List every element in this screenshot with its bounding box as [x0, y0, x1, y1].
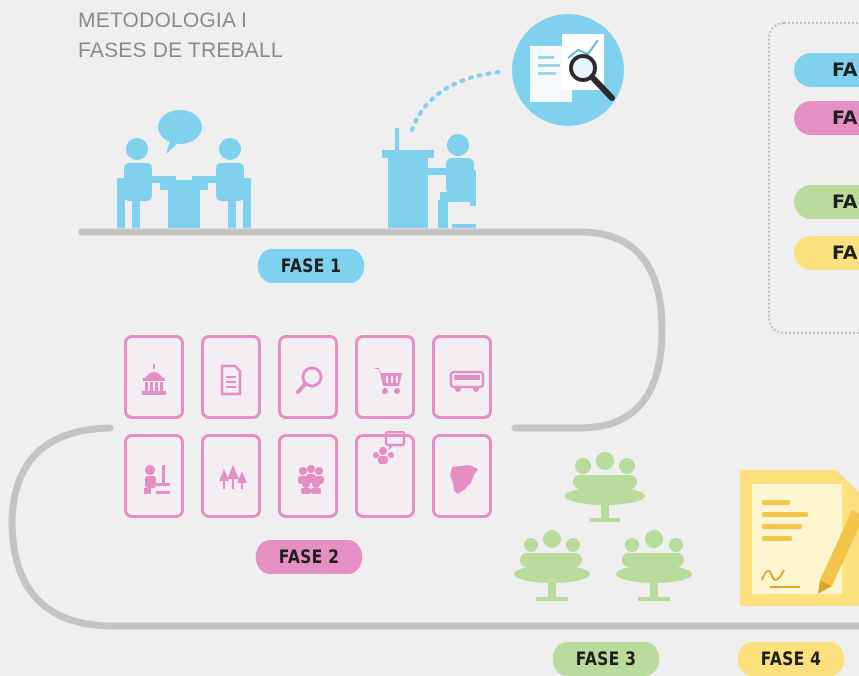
search-icon [278, 335, 338, 419]
phase-3-text: FASE 3 [575, 648, 637, 670]
phase-4-text: FASE 4 [760, 648, 822, 670]
round-table-icon [514, 452, 692, 601]
computer-user-icon [124, 434, 184, 518]
legend-item-fase3: FAS [794, 185, 859, 219]
legend-item-fase1: FAS [794, 53, 859, 87]
phase-2-text: FASE 2 [278, 546, 340, 568]
legend-item-fase2: FAS [794, 101, 859, 135]
bus-icon [432, 335, 492, 419]
catalonia-map-icon [432, 434, 492, 518]
desk-worker-icon [382, 128, 476, 228]
cart-icon [355, 335, 415, 419]
phase-4-label: FASE 4 [737, 642, 845, 676]
legend-box [768, 22, 859, 334]
legend-item-label: FAS [832, 242, 859, 264]
group-icon [278, 434, 338, 518]
phase-2-label: FASE 2 [255, 540, 363, 574]
legend-item-fase4: FAS [794, 236, 859, 270]
dotted-connector [410, 70, 502, 132]
documents-magnifier-icon [512, 14, 624, 126]
trees-icon [201, 434, 261, 518]
road-line [8, 424, 859, 630]
meeting-icon [117, 110, 251, 228]
legend-item-label: FAS [832, 59, 859, 81]
title-line-2: FASES DE TREBALL [78, 39, 283, 62]
title-line-1: METODOLOGIA I [78, 9, 248, 32]
parliament-icon [124, 335, 184, 419]
page-title: METODOLOGIA I FASES DE TREBALL [78, 6, 283, 66]
phase-1-text: FASE 1 [280, 255, 342, 277]
legend-item-label: FAS [832, 191, 859, 213]
document-icon [201, 335, 261, 419]
phase-3-label: FASE 3 [552, 642, 660, 676]
road-line [78, 228, 666, 432]
phase-1-label: FASE 1 [257, 249, 365, 283]
speaker-icon [355, 431, 415, 518]
signed-document-icon [740, 470, 859, 606]
legend-item-label: FAS [832, 107, 859, 129]
